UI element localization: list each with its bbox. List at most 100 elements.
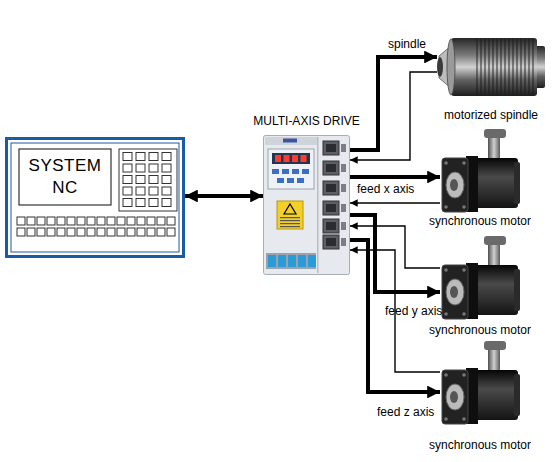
cooling-fin [512,39,513,95]
warning-label [277,201,303,229]
nc-key [67,217,75,225]
bolt-hole [444,205,448,209]
drive-button [277,178,284,183]
motor-illustration [440,128,520,213]
nc-key [87,217,95,225]
nc-key [97,217,105,225]
motor-hub [446,384,464,410]
motor-node: synchronous motor [440,128,520,213]
motor-body [474,265,518,315]
drive-connector-socket [326,184,336,192]
bolt-hole [444,161,448,165]
drive-button [282,169,289,174]
terminal-block [268,255,276,267]
bolt-hole [462,205,466,209]
spindle-illustration [437,28,545,106]
cooling-fin [476,39,477,95]
cooling-fin [528,39,529,95]
motor-body [474,370,518,420]
drive-connector-socket [326,164,336,172]
cooling-fin [520,39,521,95]
cooling-fin [480,39,481,95]
bolt-hole [444,373,448,377]
bolt-hole [462,312,466,316]
nc-key [149,199,158,207]
terminal-block [288,255,296,267]
node-label: synchronous motor [429,438,531,452]
nc-key [57,217,65,225]
connector-stem [488,136,500,160]
bolt-hole [462,268,466,272]
drive-housing [264,136,350,275]
spindle-front-ring [447,39,455,95]
drive-connector-latch [341,222,346,230]
nc-key [117,228,125,236]
warning-text-line [280,220,300,221]
feedback-line [350,226,440,268]
spindle-body [451,38,537,96]
terminal-block [278,255,286,267]
drive-connector-socket [326,238,336,246]
drive-connector-latch [341,184,346,192]
nc-key [149,153,158,161]
motor-rear-cap [514,269,520,311]
nc-key [162,199,171,207]
nc-inner-frame [11,143,179,252]
nc-key [149,187,158,195]
nc-key [107,228,115,236]
bolt-hole [462,373,466,377]
nc-key [123,164,132,172]
edge-label: feed x axis [357,182,414,196]
nc-key [127,217,135,225]
edge-label: feed z axis [377,405,434,419]
cooling-fin [508,39,509,95]
cooling-fin [504,39,505,95]
nc-key [149,164,158,172]
nc-key [57,228,65,236]
signal-arrow [350,215,440,292]
drive-button [292,169,299,174]
connector-stem [488,348,500,372]
drive-connector [323,235,339,249]
node-label: MULTI-AXIS DRIVE [253,114,359,128]
nc-key [67,228,75,236]
nc-key [77,217,85,225]
nc-key [47,228,55,236]
nc-key [167,217,175,225]
edge-label: feed y axis [385,304,442,318]
cooling-fin [488,39,489,95]
node-label: motorized spindle [444,108,538,122]
drive-connector-latch [341,144,346,152]
motor-illustration [440,235,520,320]
motor-rear-cap [514,374,520,416]
drive-node: MULTI-AXIS DRIVE [263,135,350,275]
connector-stem [488,243,500,267]
node-label: synchronous motor [429,214,531,228]
drive-connector [323,181,339,195]
drive-connector-latch [341,204,346,212]
nc-illustration [5,137,185,258]
nc-key [37,217,45,225]
bolt-hole [462,417,466,421]
drive-connector-socket [326,204,336,212]
terminal-block [308,255,316,267]
terminal-strip [266,253,316,269]
nc-key [157,228,165,236]
nc-key [47,217,55,225]
drive-display [272,153,310,164]
nc-key [136,164,145,172]
drive-illustration [263,135,350,275]
drive-button [297,178,304,183]
nc-key [27,217,35,225]
drive-keypad-panel [268,149,314,189]
drive-divider [317,137,319,273]
flange-face [442,370,468,424]
spindle-node: motorized spindle [437,28,545,106]
nc-key [87,228,95,236]
nc-key [157,217,165,225]
drive-connector [323,161,339,175]
bolt-hole [462,161,466,165]
nc-key [123,153,132,161]
nc-key [123,187,132,195]
bolt-hole [444,268,448,272]
